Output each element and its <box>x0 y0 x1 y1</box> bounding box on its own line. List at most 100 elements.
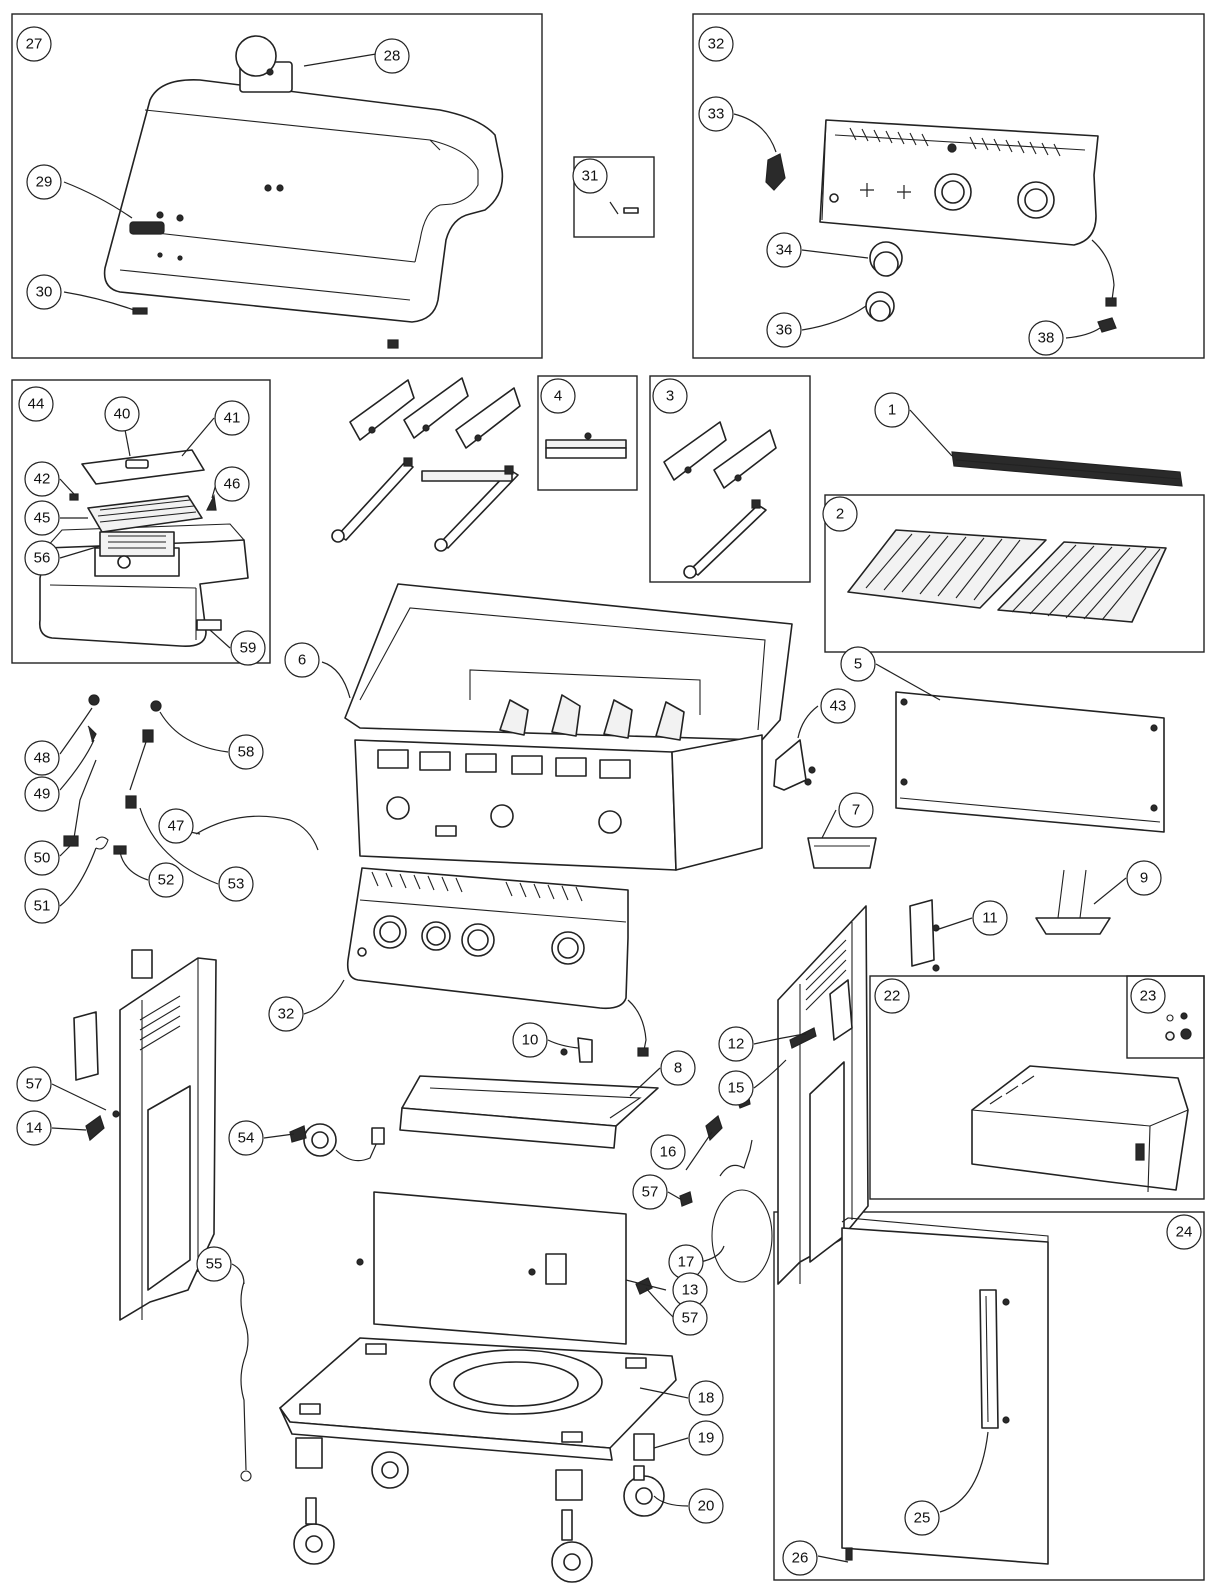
callout-circle <box>766 232 802 268</box>
hose-connector <box>1097 317 1117 333</box>
callout-number: 17 <box>678 1254 695 1271</box>
leg-levelers <box>295 1433 655 1501</box>
callout-circle <box>698 96 734 132</box>
cooking-grates-box <box>824 494 1205 653</box>
firebox-bracket <box>773 739 816 791</box>
callout-circle <box>782 1540 818 1576</box>
callout-circle <box>718 1026 754 1062</box>
callout-circle <box>228 734 264 770</box>
callout-23: 23 <box>1130 978 1166 1014</box>
callout-circle <box>1166 1214 1202 1250</box>
callout-circle <box>688 1420 724 1456</box>
callout-number: 43 <box>830 698 847 715</box>
cooking-grates <box>847 529 1167 623</box>
callout-circle <box>838 792 874 828</box>
door-assembly-box <box>773 1211 1205 1581</box>
callout-49: 49 <box>24 776 60 812</box>
callout-43: 43 <box>820 688 856 724</box>
callout-52: 52 <box>148 862 184 898</box>
callout-55: 55 <box>196 1246 232 1282</box>
callout-circle <box>1126 860 1162 896</box>
control-panel-assembly-box <box>692 13 1205 359</box>
callout-circle <box>24 500 60 536</box>
center-burner-tube <box>545 432 627 459</box>
callout-circle <box>1130 978 1166 1014</box>
igniter-wire <box>240 1281 252 1482</box>
burner-tube-single-box <box>649 375 811 583</box>
callout-number: 9 <box>1140 870 1148 887</box>
callout-number: 49 <box>34 786 51 803</box>
callout-circle <box>104 396 140 432</box>
callout-47: 47 <box>158 808 194 844</box>
callout-number: 14 <box>26 1120 43 1137</box>
callout-26: 26 <box>782 1540 818 1576</box>
callout-number: 59 <box>240 640 257 657</box>
callout-circle <box>766 312 802 348</box>
callout-8: 8 <box>660 1050 696 1086</box>
callout-circle <box>214 466 250 502</box>
callout-57: 57 <box>672 1300 708 1336</box>
callout-number: 1 <box>888 402 896 419</box>
firebox <box>344 583 793 871</box>
callout-circle <box>218 866 254 902</box>
burner-tubes-group <box>331 457 519 552</box>
callout-number: 54 <box>238 1130 255 1147</box>
control-panel-installed <box>346 867 649 1057</box>
callout-56: 56 <box>24 540 60 576</box>
callout-circle <box>374 38 410 74</box>
callout-circle <box>18 386 54 422</box>
callout-10: 10 <box>512 1022 548 1058</box>
callout-circle <box>660 1050 696 1086</box>
callout-circle <box>16 26 52 62</box>
side-burner-assembly <box>38 523 249 648</box>
callout-58: 58 <box>228 734 264 770</box>
callout-38: 38 <box>1028 320 1064 356</box>
callout-2: 2 <box>822 496 858 532</box>
drip-tray-bracket <box>560 1037 593 1063</box>
callout-circle <box>540 378 576 414</box>
callout-number: 53 <box>228 876 245 893</box>
callout-29: 29 <box>26 164 62 200</box>
callout-number: 19 <box>698 1430 715 1447</box>
callout-number: 46 <box>224 476 241 493</box>
callout-number: 4 <box>554 388 562 405</box>
heat-tents-group <box>349 377 521 449</box>
gas-fittings <box>63 694 319 855</box>
left-side-panel <box>73 949 217 1321</box>
callout-circle <box>24 840 60 876</box>
callout-number: 6 <box>298 652 306 669</box>
callout-number: 28 <box>384 48 401 65</box>
callout-number: 29 <box>36 174 53 191</box>
callout-51: 51 <box>24 888 60 924</box>
callout-number: 23 <box>1140 988 1157 1005</box>
callout-34: 34 <box>766 232 802 268</box>
callout-3: 3 <box>652 378 688 414</box>
callout-circle <box>820 688 856 724</box>
callout-number: 26 <box>792 1550 809 1567</box>
callout-circle <box>230 630 266 666</box>
callout-30: 30 <box>26 274 62 310</box>
callout-57: 57 <box>632 1174 668 1210</box>
callout-27: 27 <box>16 26 52 62</box>
callout-circle <box>16 1066 52 1102</box>
callout-circle <box>24 888 60 924</box>
callout-50: 50 <box>24 840 60 876</box>
callout-24: 24 <box>1166 1214 1202 1250</box>
callout-number: 42 <box>34 471 51 488</box>
callout-32: 32 <box>698 26 734 62</box>
callout-1: 1 <box>874 392 910 428</box>
control-panel-detail <box>819 119 1117 307</box>
callout-number: 7 <box>852 802 860 819</box>
callout-number: 47 <box>168 818 185 835</box>
lid-hinge-screw <box>132 307 399 349</box>
callout-57: 57 <box>16 1066 52 1102</box>
callout-circle <box>874 978 910 1014</box>
side-burner-lid <box>81 449 205 485</box>
grease-cup <box>807 837 877 869</box>
front-lower-panel <box>356 1191 627 1345</box>
callout-number: 11 <box>982 910 998 927</box>
fastener-kit-box <box>1126 975 1205 1059</box>
side-shelf <box>971 1065 1189 1193</box>
callout-circle <box>158 808 194 844</box>
callout-circle <box>840 646 876 682</box>
